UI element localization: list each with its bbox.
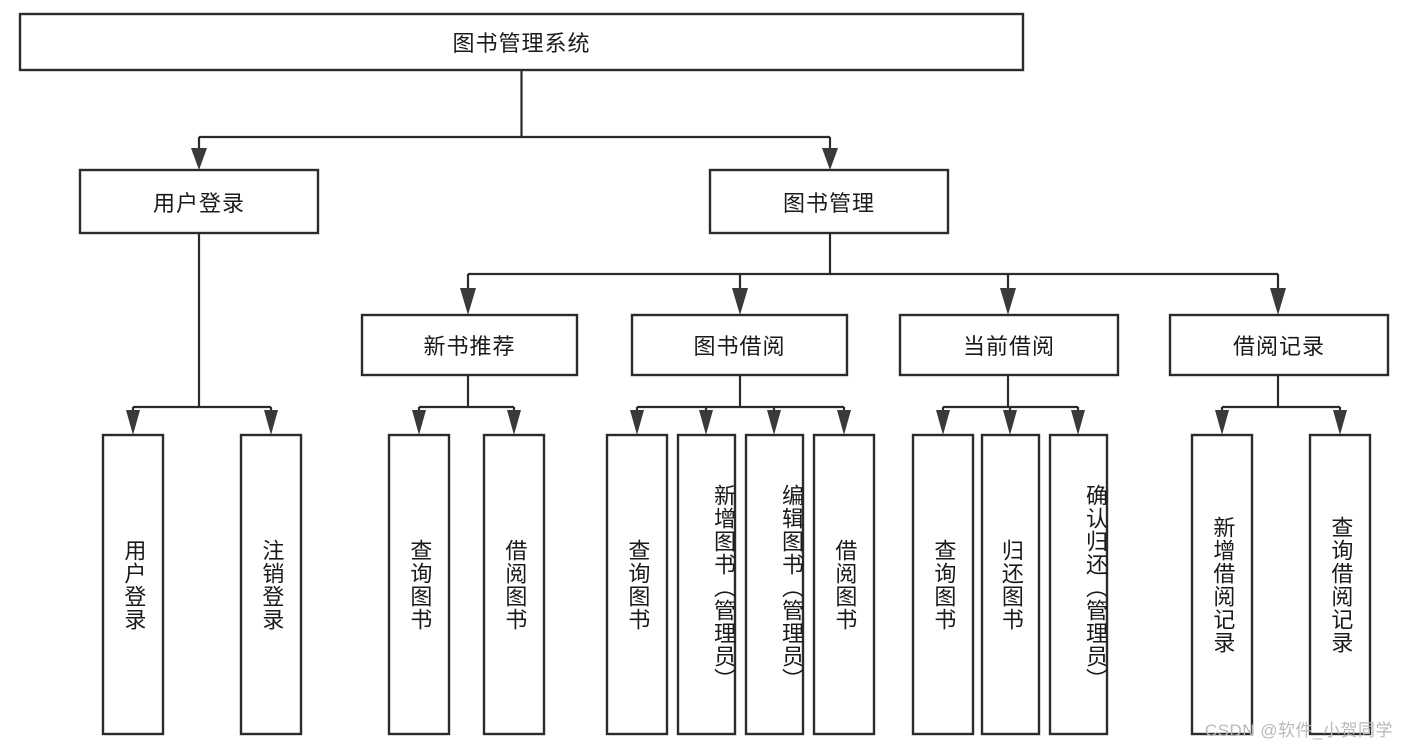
node-box-leaf-query-book-1[interactable] (387, 433, 451, 736)
arrow-head-borrow-record (1270, 288, 1286, 315)
arrow-head-borrow-book-2 (837, 410, 851, 435)
connector-group-current-borrow (936, 375, 1085, 435)
node-box-leaf-add-book[interactable] (676, 433, 737, 736)
node-box-leaf-user-login[interactable] (101, 433, 165, 736)
node-box-leaf-query-book-2[interactable] (605, 433, 669, 736)
arrow-head-query-book-1 (412, 410, 426, 435)
arrow-head-query-book-2 (630, 410, 644, 435)
node-box-current-borrow[interactable] (898, 313, 1120, 377)
connector-group-borrow-record (1215, 375, 1347, 435)
node-box-book-management[interactable] (708, 168, 950, 235)
node-box-leaf-query-record[interactable] (1308, 433, 1372, 736)
node-box-leaf-borrow-book-2[interactable] (812, 433, 876, 736)
arrow-head-leaf-user-login (126, 410, 140, 435)
arrow-head-book-borrow (732, 288, 748, 315)
node-box-book-borrow[interactable] (630, 313, 849, 377)
arrow-head-query-book-3 (936, 410, 950, 435)
arrow-head-edit-book (767, 410, 781, 435)
connector-group-book-borrow (630, 375, 851, 435)
node-box-leaf-user-logout[interactable] (239, 433, 303, 736)
node-box-new-book-recommend[interactable] (360, 313, 579, 377)
node-box-root[interactable] (18, 12, 1025, 72)
node-box-leaf-add-record[interactable] (1190, 433, 1254, 736)
node-box-user-login[interactable] (78, 168, 320, 235)
node-box-leaf-edit-book[interactable] (744, 433, 805, 736)
connector-group-root (191, 70, 838, 170)
connector-group-user-login (126, 233, 278, 435)
arrow-head-new-book-recommend (460, 288, 476, 315)
node-box-leaf-borrow-book-1[interactable] (482, 433, 546, 736)
connector-group-new-book-recommend (412, 375, 521, 435)
node-box-leaf-confirm-return[interactable] (1048, 433, 1109, 736)
arrow-head-add-record (1215, 410, 1229, 435)
arrow-head-leaf-user-logout (264, 410, 278, 435)
watermark-text: CSDN @软件_小贺同学 (1204, 721, 1393, 740)
node-box-borrow-record[interactable] (1168, 313, 1390, 377)
connector-group-book-management (460, 233, 1286, 315)
arrow-head-return-book (1003, 410, 1017, 435)
node-box-leaf-return-book[interactable] (980, 433, 1041, 736)
arrow-head-query-record (1333, 410, 1347, 435)
node-box-leaf-query-book-3[interactable] (911, 433, 975, 736)
arrow-head-user-login (191, 148, 207, 170)
arrow-head-borrow-book-1 (507, 410, 521, 435)
arrow-head-add-book (699, 410, 713, 435)
arrow-head-confirm-return (1071, 410, 1085, 435)
arrow-head-book-management (822, 148, 838, 170)
arrow-head-current-borrow (1000, 288, 1016, 315)
